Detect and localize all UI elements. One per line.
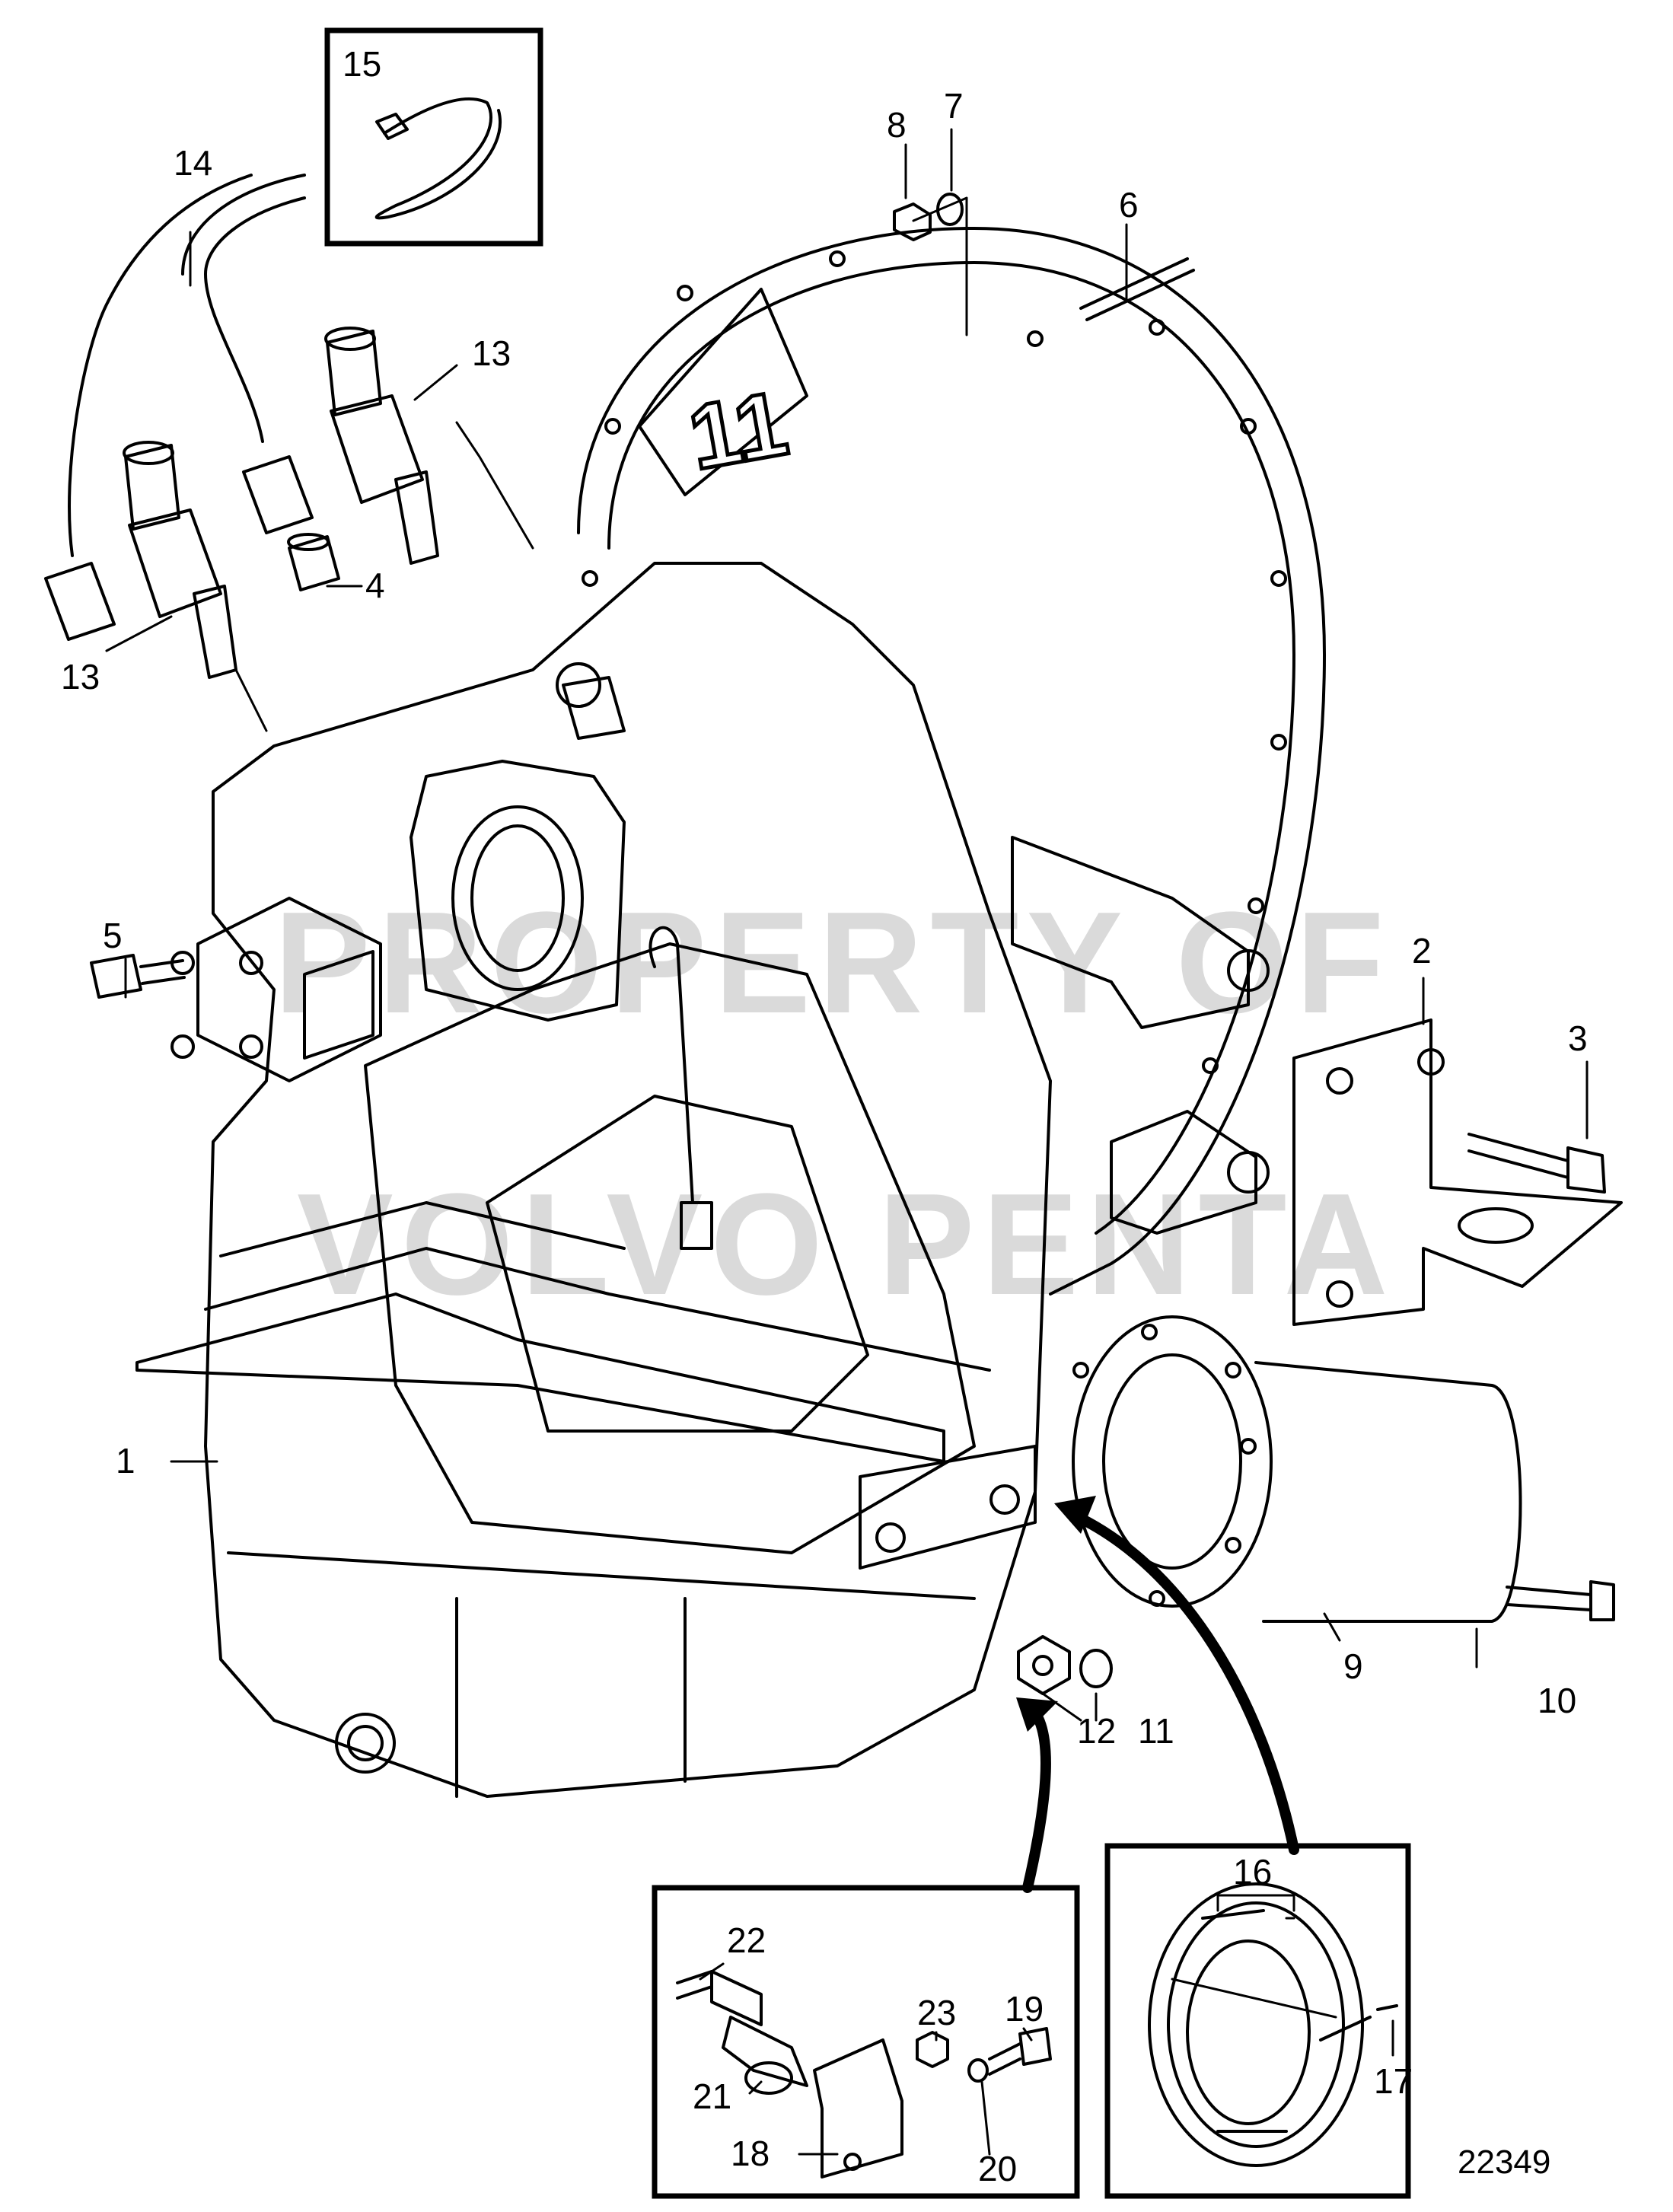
callout-13-right: 13 — [472, 333, 511, 373]
callout-20: 20 — [978, 2149, 1017, 2188]
callout-3: 3 — [1568, 1018, 1588, 1058]
detail-arrows — [1016, 1496, 1299, 1893]
callout-16: 16 — [1233, 1852, 1272, 1892]
nut-part-8 — [893, 202, 932, 241]
callout-18: 18 — [731, 2134, 770, 2173]
watermark: PROPERTY OF VOLVO PENTA — [274, 882, 1396, 1325]
plug-part-5 — [90, 954, 186, 999]
bolt-part-10 — [1506, 1580, 1615, 1621]
solenoid-valve-right — [324, 327, 439, 565]
callout-8: 8 — [887, 105, 907, 145]
arrow-head-detail-18-23 — [1016, 1697, 1058, 1732]
flywheel-housing-flange: 11 — [577, 227, 1326, 1296]
callout-15: 15 — [343, 44, 381, 84]
callout-1: 1 — [116, 1441, 135, 1481]
callout-4: 4 — [365, 566, 385, 605]
detail-box-15 — [324, 27, 543, 247]
watermark-line-1: PROPERTY OF — [274, 882, 1391, 1044]
detail-box-18-23 — [652, 1885, 1080, 2199]
callout-17: 17 — [1374, 2061, 1413, 2101]
callout-7: 7 — [944, 86, 964, 126]
gearbox-housing — [135, 562, 1270, 1798]
valve-block — [170, 897, 382, 1082]
callout-labels: 1 2 3 4 5 6 7 8 9 10 11 12 13 13 14 15 1… — [61, 44, 1588, 2188]
watermark-line-2: VOLVO PENTA — [297, 1164, 1396, 1325]
mounting-bracket-part — [1292, 1018, 1623, 1326]
cable-harness — [44, 174, 314, 641]
callout-21: 21 — [693, 2077, 731, 2116]
detail-box-16 — [1104, 1843, 1411, 2199]
bolt-part-3 — [1467, 1133, 1606, 1194]
output-flange-part — [1072, 1315, 1522, 1623]
callout-13-left: 13 — [61, 657, 100, 696]
callout-12: 12 — [1077, 1711, 1116, 1751]
detail-leader-lines — [699, 1962, 1033, 2156]
stud-part-6 — [1079, 257, 1195, 321]
callout-5: 5 — [103, 916, 123, 955]
solenoid-valve-left — [123, 441, 237, 679]
callout-6: 6 — [1119, 185, 1139, 225]
housing-marking: 11 — [682, 372, 795, 489]
arrow-head-detail-16 — [1054, 1496, 1096, 1534]
callout-14: 14 — [174, 143, 212, 183]
fitting-part-4 — [287, 533, 340, 591]
drawing-reference-number: 22349 — [1458, 2143, 1550, 2181]
callout-22: 22 — [727, 1920, 766, 1960]
leader-lines — [105, 128, 1589, 1722]
callout-19: 19 — [1005, 1989, 1044, 2029]
callout-23: 23 — [917, 1993, 956, 2032]
nut-washer-parts — [1017, 1635, 1113, 1695]
callout-11: 11 — [1138, 1711, 1174, 1751]
callout-9: 9 — [1343, 1646, 1363, 1686]
callout-10: 10 — [1538, 1681, 1576, 1720]
callout-2: 2 — [1412, 931, 1432, 971]
